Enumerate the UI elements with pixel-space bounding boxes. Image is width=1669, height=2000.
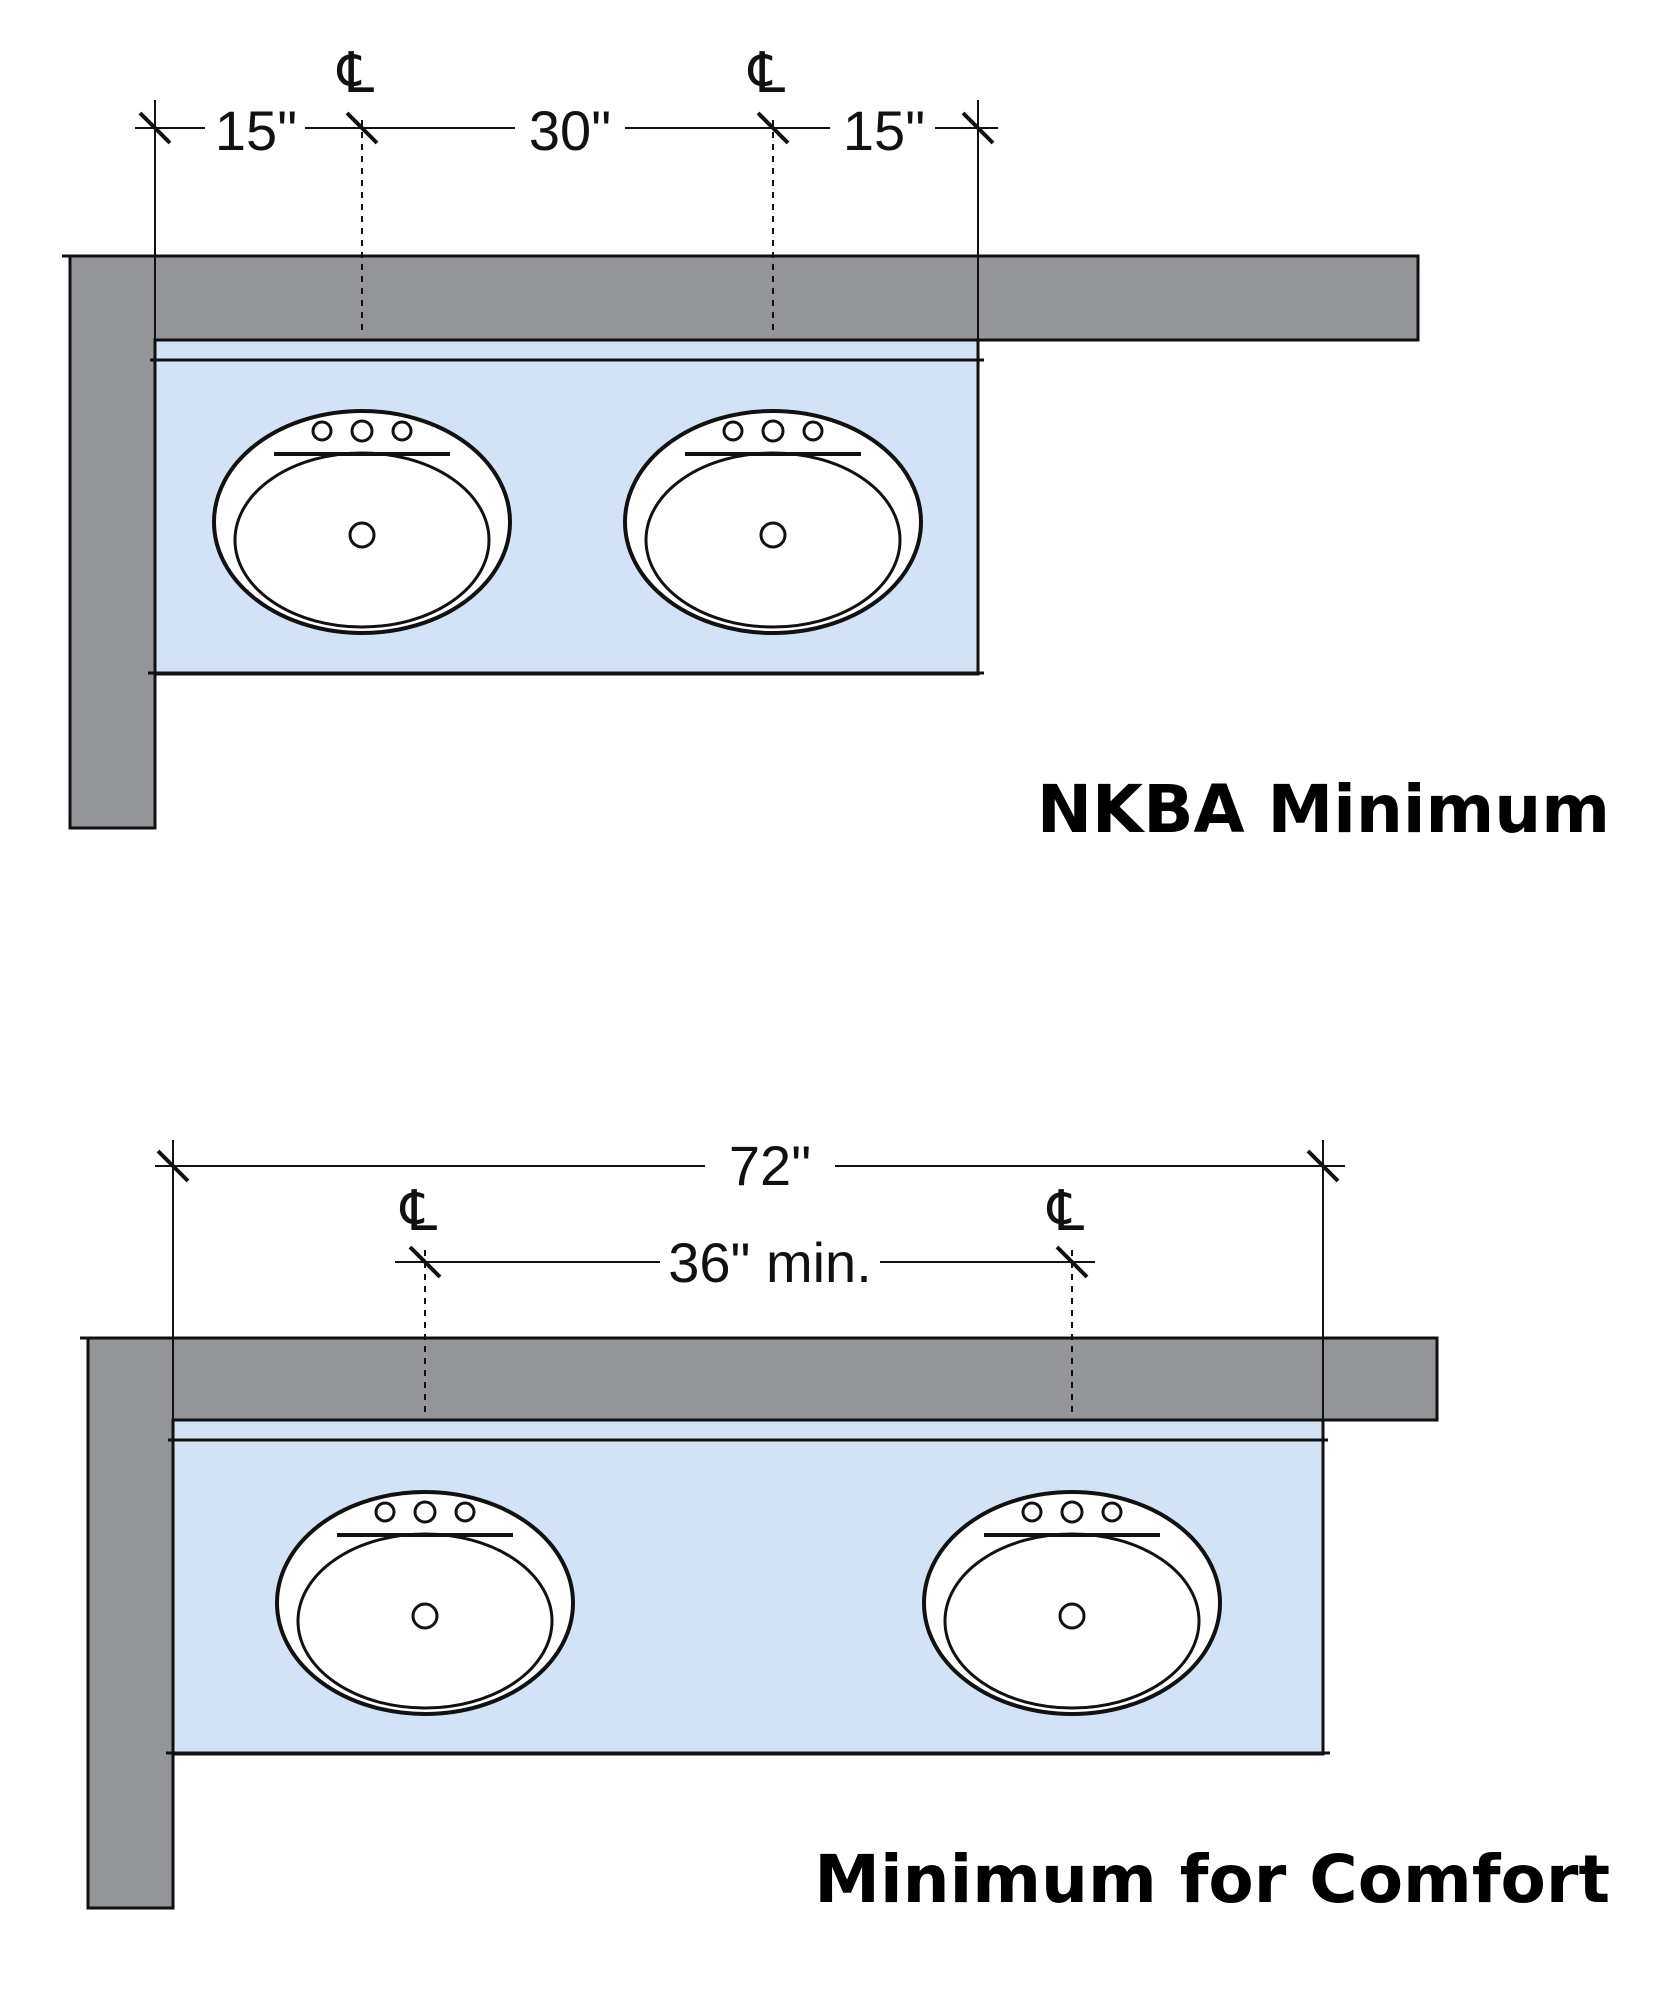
- top-dim-right: 15": [843, 99, 925, 162]
- nkba-minimum-plan: 15" 30" 15" ℄ ℄ NKBA Minimum: [62, 41, 1610, 848]
- comfort-minimum-plan: 72" 36" min. ℄ ℄ Minimum for Comfort: [80, 1134, 1610, 1918]
- top-dimension-tick: [961, 111, 995, 145]
- top-sink-right: [623, 409, 923, 635]
- top-dimension-tick: [138, 111, 172, 145]
- top-dim-left: 15": [215, 99, 297, 162]
- bottom-title: Minimum for Comfort: [814, 1841, 1610, 1918]
- top-dimension-tick: [345, 111, 379, 145]
- top-sink-left: [212, 409, 512, 635]
- top-dim-center: 30": [529, 99, 611, 162]
- top-centerline-symbol-right: ℄: [747, 41, 785, 104]
- bottom-dimension-tick: [408, 1245, 442, 1279]
- bottom-sink-left: [275, 1490, 575, 1716]
- top-centerline-symbol-left: ℄: [336, 41, 374, 104]
- bottom-dimension-tick: [1055, 1245, 1089, 1279]
- bottom-dimension-tick: [1306, 1149, 1340, 1183]
- bottom-dimension-tick: [156, 1149, 190, 1183]
- bottom-dim-centers: 36" min.: [668, 1231, 872, 1294]
- bottom-centerline-symbol-right: ℄: [1046, 1179, 1084, 1242]
- top-title: NKBA Minimum: [1037, 771, 1610, 848]
- bottom-centerline-symbol-left: ℄: [399, 1179, 437, 1242]
- top-dimension-tick: [756, 111, 790, 145]
- bottom-dim-overall: 72": [729, 1134, 811, 1197]
- bottom-sink-right: [922, 1490, 1222, 1716]
